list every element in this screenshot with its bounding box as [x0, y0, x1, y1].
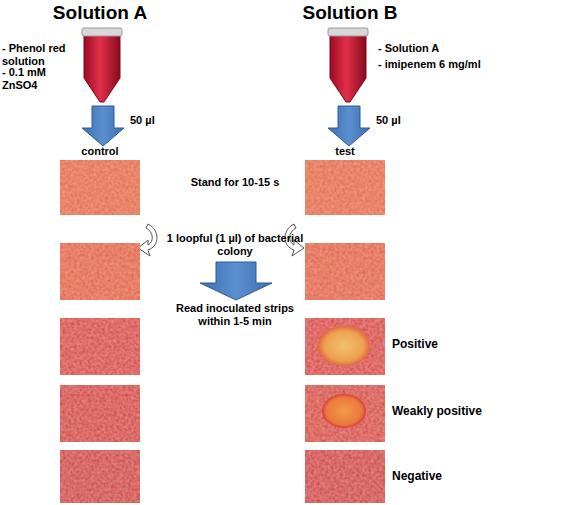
- block-arrow: [328, 106, 370, 146]
- test-strip: [305, 385, 385, 442]
- test-strip: [60, 450, 140, 503]
- ingredient-note: - Phenol red solution: [2, 42, 82, 67]
- result-label: Positive: [392, 338, 512, 352]
- test-strip: [60, 318, 140, 375]
- ingredient-note: - imipenem 6 mg/ml: [378, 58, 528, 71]
- block-arrow: [200, 262, 272, 300]
- block-arrow: [82, 106, 124, 146]
- strip-label: test: [305, 145, 385, 158]
- test-strip: [60, 385, 140, 442]
- volume-label: 50 µl: [130, 114, 190, 127]
- column-heading: Solution A: [40, 2, 160, 24]
- test-strip: [305, 450, 385, 503]
- tube-cap: [328, 28, 368, 36]
- volume-label: 50 µl: [376, 114, 436, 127]
- test-strip: [60, 160, 140, 215]
- ingredient-note: - Solution A: [378, 42, 528, 55]
- test-strip: [305, 160, 385, 215]
- color-change-spot: [322, 394, 366, 428]
- curved-arrow: [138, 224, 157, 256]
- test-strip: [305, 318, 385, 375]
- result-label: Weakly positive: [392, 405, 542, 419]
- strip-label: control: [60, 145, 140, 158]
- test-strip: [305, 243, 385, 300]
- test-strip: [60, 243, 140, 300]
- color-change-spot: [318, 326, 370, 366]
- ingredient-note: - 0.1 mM ZnSO4: [2, 66, 82, 91]
- tube: [84, 34, 120, 102]
- step-note: Stand for 10-15 s: [160, 176, 310, 189]
- column-heading: Solution B: [290, 2, 410, 24]
- step-note: Read inoculated strips within 1-5 min: [170, 302, 300, 327]
- tube: [330, 34, 366, 102]
- result-label: Negative: [392, 470, 512, 484]
- tube-cap: [82, 28, 122, 36]
- step-note: 1 loopful (1 µl) of bacterial colony: [165, 232, 305, 257]
